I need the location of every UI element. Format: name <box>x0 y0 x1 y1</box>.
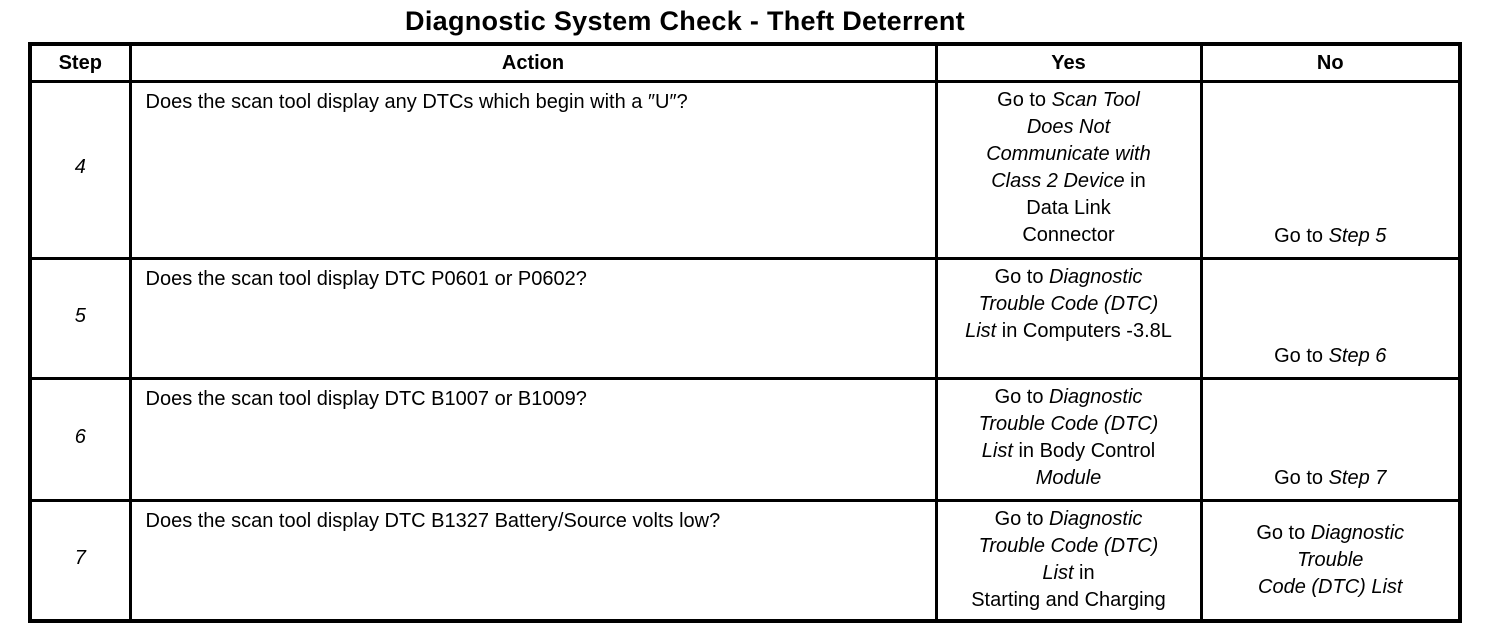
action-cell: Does the scan tool display DTC B1327 Bat… <box>128 499 938 623</box>
yes-cell: Go to Diagnostic Trouble Code (DTC) List… <box>934 499 1203 623</box>
step-cell: 5 <box>28 257 132 380</box>
yes-cell: Go to Diagnostic Trouble Code (DTC) List… <box>934 257 1203 380</box>
column-header-step: Step <box>28 42 132 83</box>
action-cell: Does the scan tool display any DTCs whic… <box>128 80 938 260</box>
step-cell: 4 <box>28 80 132 260</box>
table-header: Step Action Yes No <box>28 42 1462 83</box>
action-cell: Does the scan tool display DTC B1007 or … <box>128 377 938 502</box>
step-cell: 7 <box>28 499 132 623</box>
column-header-yes: Yes <box>934 42 1203 83</box>
header-row: Step Action Yes No <box>28 42 1462 83</box>
page-title: Diagnostic System Check - Theft Deterren… <box>405 6 965 36</box>
no-cell: Go to Step 5 <box>1199 80 1462 260</box>
yes-cell: Go to Scan Tool Does Not Communicate wit… <box>934 80 1203 260</box>
yes-cell: Go to Diagnostic Trouble Code (DTC) List… <box>934 377 1203 502</box>
action-cell: Does the scan tool display DTC P0601 or … <box>128 257 938 380</box>
no-cell: Go to Step 6 <box>1199 257 1462 380</box>
no-cell: Go to Step 7 <box>1199 377 1462 502</box>
column-header-no: No <box>1199 42 1462 83</box>
step-cell: 6 <box>28 377 132 502</box>
column-header-action: Action <box>128 42 938 83</box>
no-cell: Go to Diagnostic Trouble Code (DTC) List <box>1199 499 1462 623</box>
